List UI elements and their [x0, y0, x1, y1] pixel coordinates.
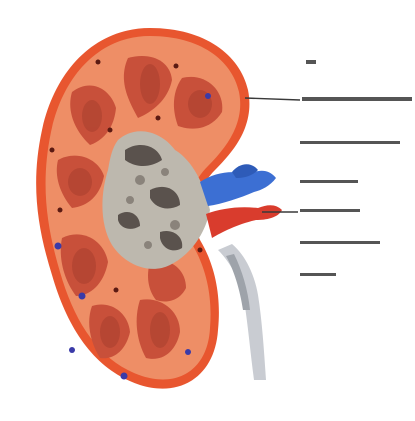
label-glyphs — [0, 0, 415, 421]
kidney-diagram — [0, 0, 415, 421]
